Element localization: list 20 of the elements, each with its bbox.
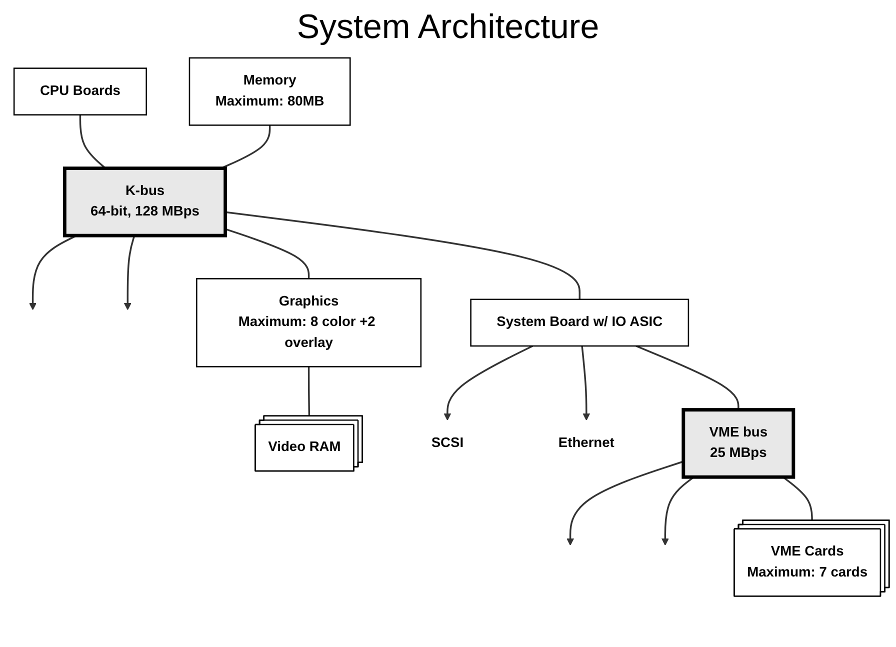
arrow — [444, 345, 534, 420]
arrow — [581, 346, 590, 420]
arrow — [124, 235, 136, 310]
arrow — [661, 476, 694, 546]
connector — [225, 228, 310, 279]
connector — [308, 366, 310, 416]
node-box: Graphics Maximum: 8 color +2 overlay — [196, 278, 422, 368]
node-text: SCSI — [431, 436, 464, 450]
connector — [636, 345, 740, 410]
connector — [79, 114, 106, 169]
node-box: Memory Maximum: 80MB — [188, 57, 351, 126]
node-box: VME bus 25 MBps — [682, 408, 796, 479]
connector — [220, 125, 271, 170]
node-box: System Board w/ IO ASIC — [470, 298, 690, 347]
arrow — [566, 460, 684, 546]
node-box: K-bus 64-bit, 128 MBps — [62, 166, 228, 238]
diagram-title: System Architecture — [296, 8, 600, 47]
node-text: Ethernet — [558, 436, 614, 450]
connector — [225, 211, 580, 300]
node-box: CPU Boards — [13, 68, 147, 116]
